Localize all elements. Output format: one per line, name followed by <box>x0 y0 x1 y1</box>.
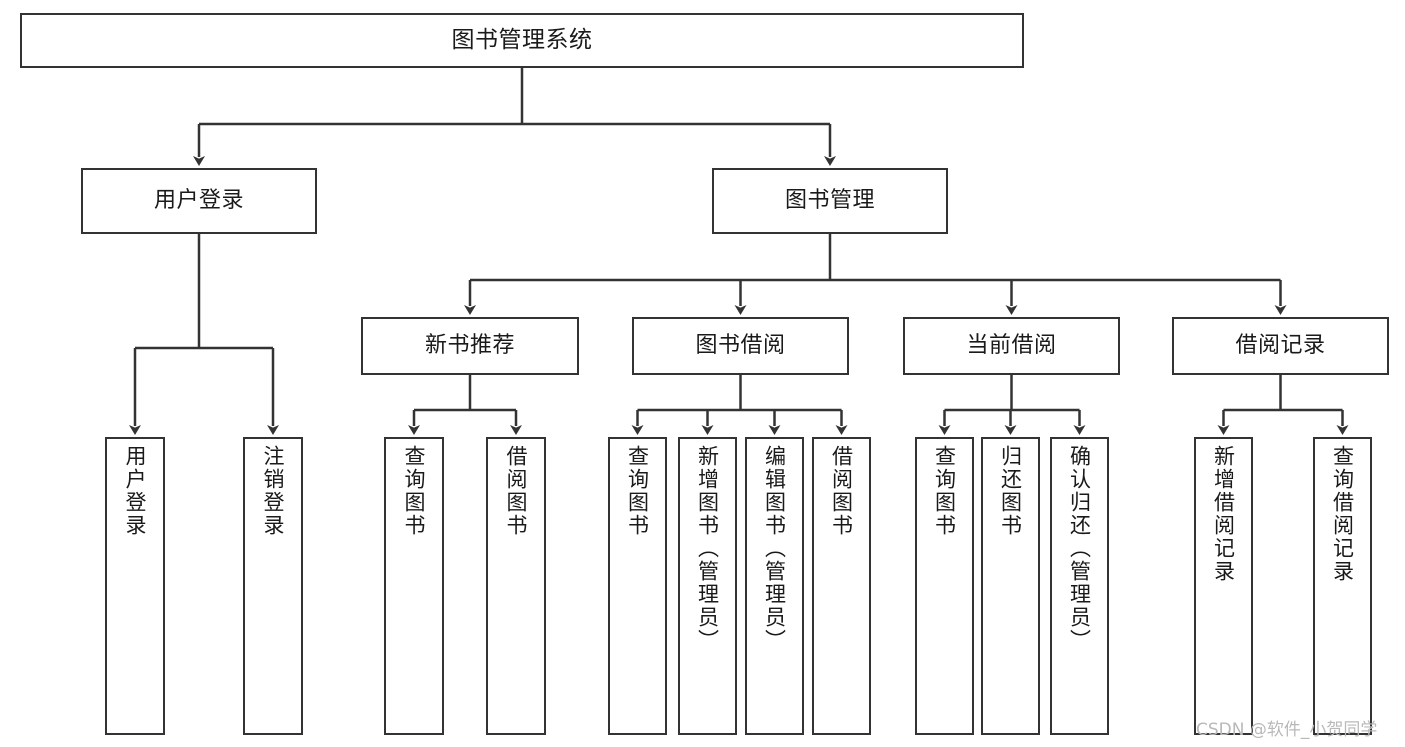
node-l-bw-add[interactable]: 新增图书（管理员） <box>678 437 737 735</box>
watermark-label: CSDN @软件_小贺同学 <box>1196 720 1378 740</box>
node-l-bw-borrow[interactable]: 借阅图书 <box>812 437 871 735</box>
node-l-logout[interactable]: 注销登录 <box>243 437 303 735</box>
node-current[interactable]: 当前借阅 <box>903 317 1120 375</box>
node-bookmgmt[interactable]: 图书管理 <box>712 168 948 234</box>
node-record[interactable]: 借阅记录 <box>1172 317 1389 375</box>
node-label: 新增图书（管理员） <box>695 445 720 652</box>
node-label: 用户登录 <box>123 445 148 537</box>
node-label: 新增借阅记录 <box>1211 445 1236 583</box>
node-root[interactable]: 图书管理系统 <box>20 13 1024 68</box>
node-l-nb-borrow[interactable]: 借阅图书 <box>486 437 546 735</box>
node-login[interactable]: 用户登录 <box>81 168 317 234</box>
node-label: 查询图书 <box>932 445 957 537</box>
node-label: 查询借阅记录 <box>1330 445 1355 583</box>
node-label: 注销登录 <box>261 445 286 537</box>
node-l-cu-return[interactable]: 归还图书 <box>981 437 1040 735</box>
node-label: 新书推荐 <box>424 333 515 359</box>
node-l-cu-query[interactable]: 查询图书 <box>915 437 974 735</box>
node-label: 借阅记录 <box>1235 333 1326 359</box>
node-l-bw-edit[interactable]: 编辑图书（管理员） <box>745 437 804 735</box>
node-label: 查询图书 <box>402 445 427 537</box>
node-label: 借阅图书 <box>829 445 854 537</box>
node-l-bw-query[interactable]: 查询图书 <box>608 437 667 735</box>
node-label: 图书借阅 <box>695 333 786 359</box>
node-label: 确认归还（管理员） <box>1067 445 1092 652</box>
node-label: 归还图书 <box>998 445 1023 537</box>
node-label: 用户登录 <box>153 188 244 214</box>
node-label: 查询图书 <box>625 445 650 537</box>
node-l-nb-query[interactable]: 查询图书 <box>384 437 444 735</box>
node-label: 编辑图书（管理员） <box>762 445 787 652</box>
node-label: 当前借阅 <box>966 333 1057 359</box>
node-l-cu-confirm[interactable]: 确认归还（管理员） <box>1050 437 1109 735</box>
node-l-rc-query[interactable]: 查询借阅记录 <box>1313 437 1372 735</box>
node-label: 图书管理系统 <box>451 26 593 53</box>
node-l-rc-add[interactable]: 新增借阅记录 <box>1194 437 1253 735</box>
node-label: 借阅图书 <box>504 445 529 537</box>
node-borrow[interactable]: 图书借阅 <box>632 317 849 375</box>
node-label: 图书管理 <box>784 188 875 214</box>
node-l-login[interactable]: 用户登录 <box>105 437 165 735</box>
node-newbook[interactable]: 新书推荐 <box>361 317 579 375</box>
